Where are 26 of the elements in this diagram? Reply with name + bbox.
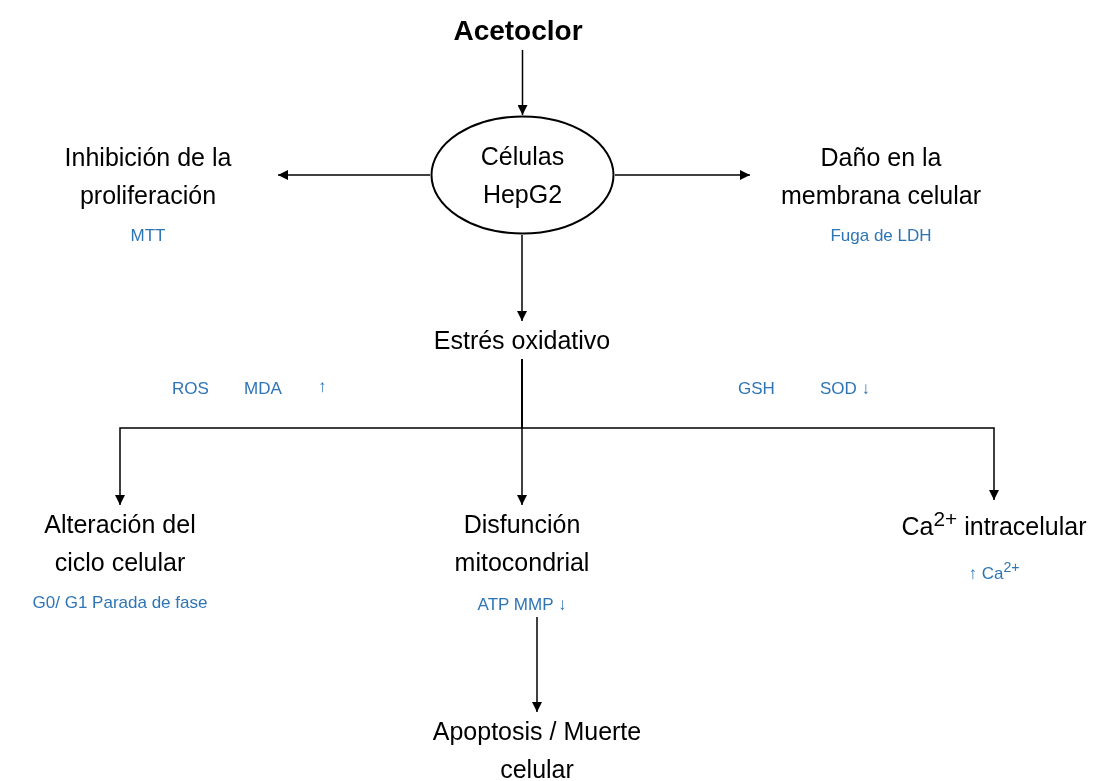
cell-ellipse <box>430 115 615 235</box>
measurement-note: G0/ G1 Parada de fase <box>32 593 208 612</box>
arrow <box>532 616 542 713</box>
measurement-note: ↑ Ca$^{2+}$ <box>968 564 1020 583</box>
node-text: Disfunción mitocondrial <box>453 509 591 578</box>
marker-label: ↑ <box>318 376 327 398</box>
node-text: Inhibición de la proliferación <box>63 142 233 211</box>
arrow <box>517 234 527 322</box>
node-text: Apoptosis / Muerte celular <box>431 716 643 781</box>
node-text: Daño en la membrana celular <box>779 142 983 211</box>
measurement-note: Fuga de LDH <box>830 226 932 245</box>
arrow <box>277 170 431 180</box>
node-text: Estrés oxidativo <box>433 325 611 356</box>
measurement-note: MTT <box>130 226 166 245</box>
arrow <box>614 170 751 180</box>
marker-label: ROS <box>172 378 209 400</box>
measurement-note: ATP MMP ↓ <box>477 595 567 614</box>
marker-label: MDA <box>244 378 282 400</box>
arrow <box>521 358 999 501</box>
arrow <box>517 49 528 116</box>
node-text: Células HepG2 <box>479 141 566 210</box>
marker-label: SOD ↓ <box>820 378 871 400</box>
node-text: Alteración del ciclo celular <box>43 509 197 578</box>
title-text: Acetoclor <box>453 14 583 48</box>
node-text: Ca$^{2+}$ intracelular <box>901 506 1087 543</box>
marker-label: GSH <box>738 378 775 400</box>
